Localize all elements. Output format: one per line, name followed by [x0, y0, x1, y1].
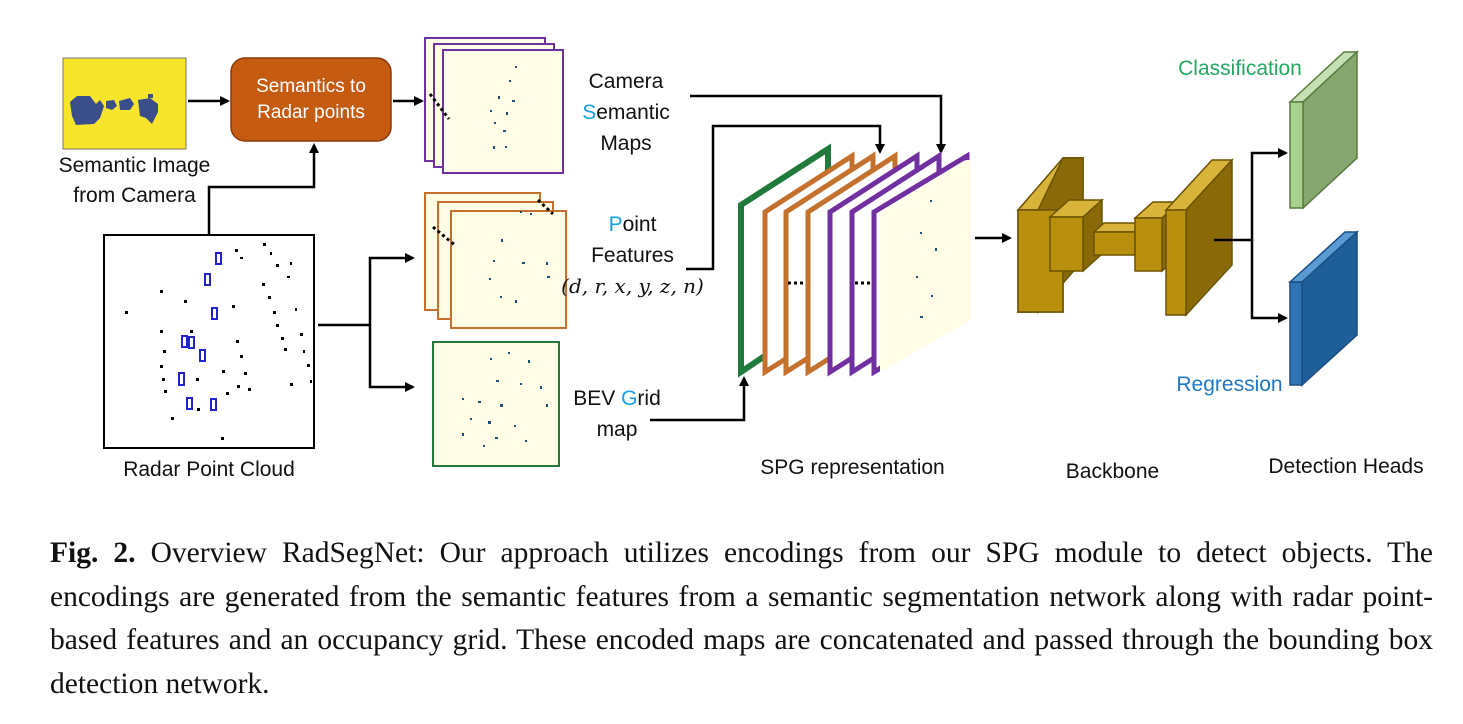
detection-heads-label: Detection Heads — [1268, 455, 1424, 478]
point-features-params: (d, r, x, y, z, n) — [561, 274, 704, 298]
arrow-cloud-to-point-features — [318, 253, 415, 327]
regression-label: Regression — [1176, 373, 1283, 396]
semantics-box-line-1: Semantics to — [256, 76, 366, 97]
arrow-camera-maps-to-spg — [690, 94, 946, 154]
backbone — [1016, 157, 1234, 317]
semantics-to-radar-box — [230, 57, 392, 142]
point-features-line-2: Features — [591, 244, 674, 267]
camera-maps-rest: emantic — [596, 101, 670, 124]
arrow-bev-to-spg — [650, 376, 749, 422]
arrow-point-features-to-spg — [686, 124, 885, 271]
semantics-box-line-2: Radar points — [257, 102, 365, 123]
classification-head — [1288, 50, 1359, 210]
arrow-to-classification — [1214, 148, 1288, 242]
camera-semantic-map-stack — [424, 37, 564, 174]
bev-grid-map — [432, 341, 560, 467]
semantic-image — [62, 57, 187, 150]
bev-highlight: G — [621, 387, 638, 410]
camera-maps-line-1: Camera — [588, 70, 664, 93]
radar-point-cloud-label: Radar Point Cloud — [123, 458, 295, 481]
regression-head — [1288, 230, 1359, 387]
bev-prefix: BEV — [573, 387, 622, 410]
bev-line-1: BEV Grid — [562, 383, 672, 414]
semantics-box-label: Semantics to Radar points — [231, 74, 391, 126]
classification-label: Classification — [1178, 57, 1302, 80]
semantic-image-line-2: from Camera — [73, 184, 196, 207]
spg-stack — [738, 143, 971, 378]
camera-maps-line-2: Semantic — [571, 97, 681, 128]
figure-caption: Fig. 2. Overview RadSegNet: Our approach… — [50, 532, 1433, 706]
arrow-cloud-to-box — [207, 143, 319, 235]
arrow-to-regression — [1250, 240, 1288, 323]
point-features-stack — [424, 192, 567, 329]
camera-semantic-maps-label: Camera Semantic Maps — [571, 66, 681, 159]
bev-line-2: map — [596, 418, 638, 441]
point-features-highlight: P — [608, 213, 623, 236]
camera-maps-line-3: Maps — [600, 132, 652, 155]
semantic-image-line-1: Semantic Image — [58, 154, 211, 177]
diagram-canvas — [62, 37, 1359, 467]
point-features-rest: oint — [622, 213, 657, 236]
backbone-label: Backbone — [1065, 460, 1160, 483]
point-features-label: Point Features (d, r, x, y, z, n) — [560, 209, 705, 302]
caption-text: Overview RadSegNet: Our approach utilize… — [50, 537, 1434, 700]
arrow-cloud-to-bev — [368, 325, 415, 392]
point-features-line-1: Point — [560, 209, 705, 240]
caption-label: Fig. 2. — [50, 537, 136, 569]
semantic-image-caption: Semantic Image from Camera — [42, 151, 227, 211]
spg-representation-label: SPG representation — [760, 456, 945, 479]
bev-grid-map-label: BEV Grid map — [562, 383, 672, 445]
camera-maps-highlight: S — [582, 101, 597, 124]
bev-rest: rid — [637, 387, 661, 410]
radar-point-cloud — [103, 234, 315, 449]
